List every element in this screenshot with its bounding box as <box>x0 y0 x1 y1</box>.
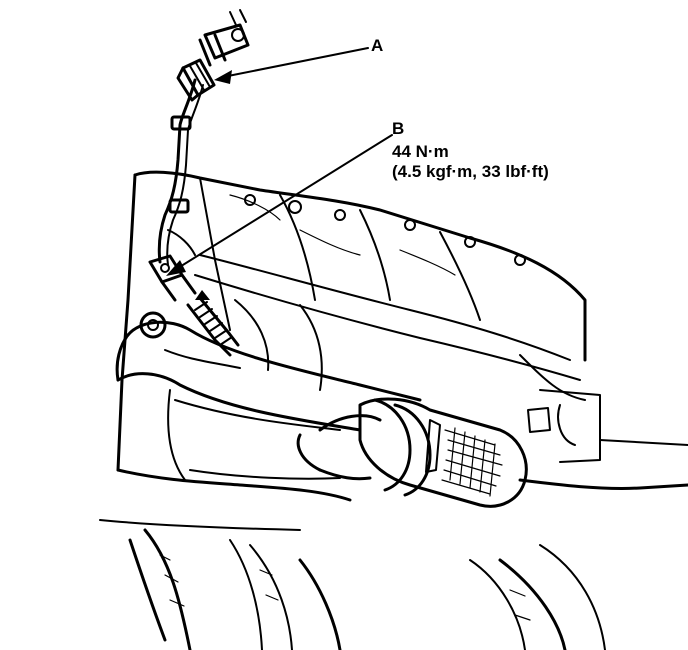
torque-alt-units: (4.5 kgf·m, 33 lbf·ft) <box>392 162 549 181</box>
oxygen-sensor-b <box>148 254 240 357</box>
leader-arrow-a <box>214 70 232 84</box>
lower-body <box>99 389 688 650</box>
sensor-harness <box>157 78 204 266</box>
flex-joint <box>296 397 528 508</box>
torque-metric-value: 44 N·m <box>392 142 449 161</box>
callout-letter-a: A <box>371 36 384 55</box>
upper-connector <box>198 9 250 67</box>
leader-arrow-b <box>166 260 186 276</box>
transmission-housing <box>116 170 601 472</box>
callout-letter-b: B <box>392 119 405 138</box>
exhaust-pipe <box>115 311 422 432</box>
leader-line-a <box>227 47 369 77</box>
leader-line-b <box>177 134 393 269</box>
connector-a <box>176 58 216 102</box>
torque-spec: 44 N·m (4.5 kgf·m, 33 lbf·ft) <box>392 142 549 182</box>
